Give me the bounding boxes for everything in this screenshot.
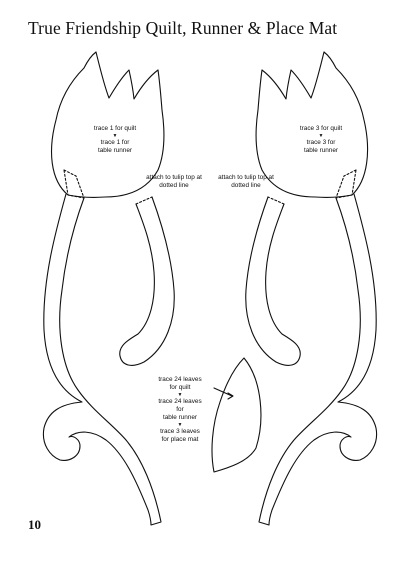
- down-arrow-icon: ▼: [177, 392, 183, 398]
- down-arrow-icon: ▼: [112, 133, 118, 139]
- right-separate-stem: [245, 196, 301, 366]
- left-separate-stem: [119, 196, 175, 366]
- down-arrow-icon: ▼: [318, 133, 324, 139]
- left-stem-note: attach to tulip top at dotted line: [146, 174, 202, 189]
- right-stem: [258, 193, 378, 526]
- right-separate-stem-dotted: [267, 196, 285, 205]
- leaf-shape: [211, 357, 262, 473]
- left-attach-dotted: [63, 169, 85, 199]
- page-title: True Friendship Quilt, Runner & Place Ma…: [28, 18, 338, 38]
- right-stem-note: attach to tulip top at dotted line: [218, 174, 274, 189]
- right-attach-dotted: [335, 169, 357, 199]
- right-tulip-flower: [255, 51, 369, 198]
- down-arrow-icon: ▼: [177, 422, 183, 428]
- page-number: 10: [28, 517, 41, 532]
- left-tulip-note: trace 1 for quilt ▼ trace 1 for table ru…: [70, 125, 160, 155]
- left-stem: [42, 193, 162, 526]
- right-tulip-note: trace 3 for quilt ▼ trace 3 for table ru…: [276, 125, 366, 155]
- left-tulip-flower: [51, 51, 165, 198]
- left-separate-stem-dotted: [135, 196, 153, 205]
- leaf-pointer-arrow: [213, 387, 233, 397]
- leaf-note: trace 24 leaves for quilt ▼ trace 24 lea…: [142, 376, 218, 444]
